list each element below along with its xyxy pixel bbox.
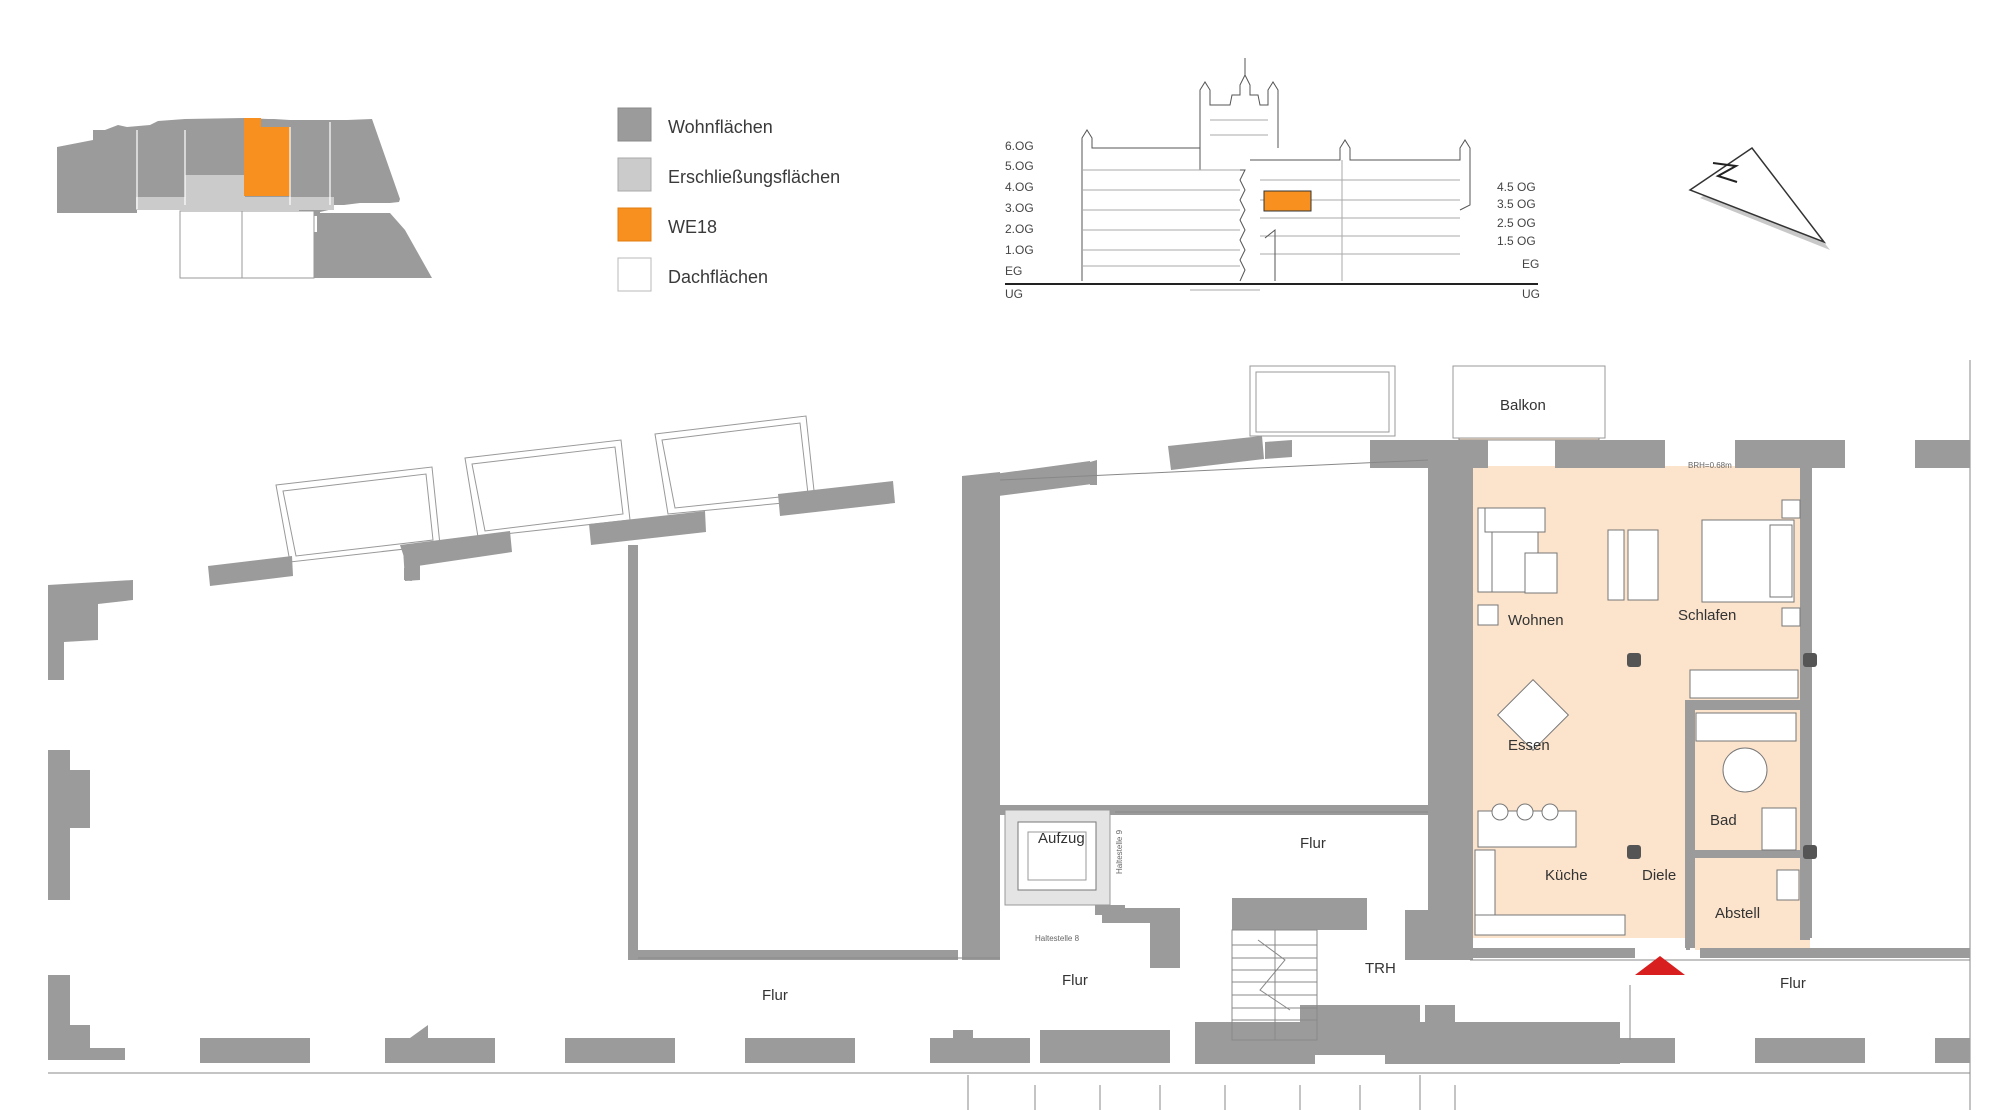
section-level-1og: 1.OG <box>1005 243 1034 257</box>
section-level-ug: UG <box>1005 287 1023 301</box>
entrance-triangle-icon <box>1635 956 1685 975</box>
room-labels: Balkon Wohnen Schlafen Essen Bad Küche D… <box>762 397 1806 1004</box>
dining-table <box>1496 678 1570 752</box>
section-level-4og: 4.OG <box>1005 180 1034 194</box>
room-label-bad: Bad <box>1710 812 1737 829</box>
label-brh: BRH=0.68m <box>1688 461 1732 470</box>
section-level-labels-left: 6.OG 5.OG 4.OG 3.OG 2.OG 1.OG EG UG <box>1005 139 1034 301</box>
key-plan-dach-1 <box>179 210 243 279</box>
legend-swatch-we18 <box>617 207 652 242</box>
wardrobe <box>1689 669 1799 699</box>
room-label-flur-mid: Flur <box>1062 972 1088 989</box>
legend-label-we18: WE18 <box>668 217 717 237</box>
room-label-aufzug: Aufzug <box>1038 830 1085 847</box>
room-label-wohnen: Wohnen <box>1508 612 1564 629</box>
legend-label-erschliessung: Erschließungsflächen <box>668 167 840 187</box>
plant <box>1477 604 1499 626</box>
room-label-flur-upper: Flur <box>1300 835 1326 852</box>
nightstand-bottom <box>1781 607 1801 627</box>
section-level-6og: 6.OG <box>1005 139 1034 153</box>
legend-label-wohnflaechen: Wohnflächen <box>668 117 773 137</box>
elevator-shaft <box>1004 809 1111 906</box>
legend-swatch-dachflaechen <box>617 257 652 292</box>
coffee-table <box>1524 552 1558 594</box>
room-label-flur-right: Flur <box>1780 975 1806 992</box>
main-floor-plan: Balkon Wohnen Schlafen Essen Bad Küche D… <box>48 360 1971 1110</box>
section-level-labels-right: 4.5 OG 3.5 OG 2.5 OG 1.5 OG EG UG <box>1497 180 1540 301</box>
sofa-back <box>1484 507 1546 533</box>
staircase <box>1231 929 1318 1041</box>
bath-tub <box>1695 712 1797 742</box>
walls <box>48 436 1970 1064</box>
section-level-3-5og: 3.5 OG <box>1497 197 1536 211</box>
section-drawing: 6.OG 5.OG 4.OG 3.OG 2.OG 1.OG EG UG 4.5 … <box>1005 58 1540 301</box>
nightstand-top <box>1781 499 1801 519</box>
section-level-eg: EG <box>1005 264 1022 278</box>
key-plan-dach-2 <box>241 210 315 279</box>
room-label-balkon: Balkon <box>1500 397 1546 414</box>
section-level-2-5og: 2.5 OG <box>1497 216 1536 230</box>
key-plan <box>57 118 432 279</box>
room-label-essen: Essen <box>1508 737 1550 754</box>
section-level-4-5og: 4.5 OG <box>1497 180 1536 194</box>
room-label-diele: Diele <box>1642 867 1676 884</box>
section-level-3og: 3.OG <box>1005 201 1034 215</box>
room-label-schlafen: Schlafen <box>1678 607 1736 624</box>
room-label-trh: TRH <box>1365 960 1396 977</box>
washer <box>1776 869 1800 901</box>
label-haltestelle-8: Haltestelle 8 <box>1035 934 1080 943</box>
room-label-kueche: Küche <box>1545 867 1588 884</box>
section-level-5og: 5.OG <box>1005 159 1034 173</box>
north-arrow-icon <box>1688 146 1830 250</box>
section-level-ug-right: UG <box>1522 287 1540 301</box>
label-haltestelle-9: Haltestelle 9 <box>1115 829 1124 874</box>
tv-unit <box>1607 529 1625 601</box>
washbasin <box>1722 747 1768 793</box>
columns <box>1627 653 1817 859</box>
legend-swatch-erschliessung <box>617 157 652 192</box>
key-plan-wohnflaechen-lower <box>303 213 432 278</box>
key-plan-erschliessung-core <box>185 175 245 197</box>
legend: Wohnflächen Erschließungsflächen WE18 Da… <box>617 107 840 292</box>
key-plan-we18 <box>244 118 290 196</box>
legend-swatch-wohnflaechen <box>617 107 652 142</box>
key-plan-wohnflaechen <box>57 118 400 218</box>
legend-label-dachflaechen: Dachflächen <box>668 267 768 287</box>
desk <box>1627 529 1659 601</box>
room-label-flur-left: Flur <box>762 987 788 1004</box>
section-level-2og: 2.OG <box>1005 222 1034 236</box>
roof-bays <box>275 365 1606 563</box>
section-level-1-5og: 1.5 OG <box>1497 234 1536 248</box>
section-we18-marker <box>1263 190 1312 212</box>
room-label-abstell: Abstell <box>1715 905 1760 922</box>
furniture <box>1474 499 1801 936</box>
key-plan-erschliessung <box>136 197 334 210</box>
pillows <box>1769 524 1793 598</box>
shower <box>1761 807 1797 851</box>
section-level-eg-right: EG <box>1522 257 1539 271</box>
